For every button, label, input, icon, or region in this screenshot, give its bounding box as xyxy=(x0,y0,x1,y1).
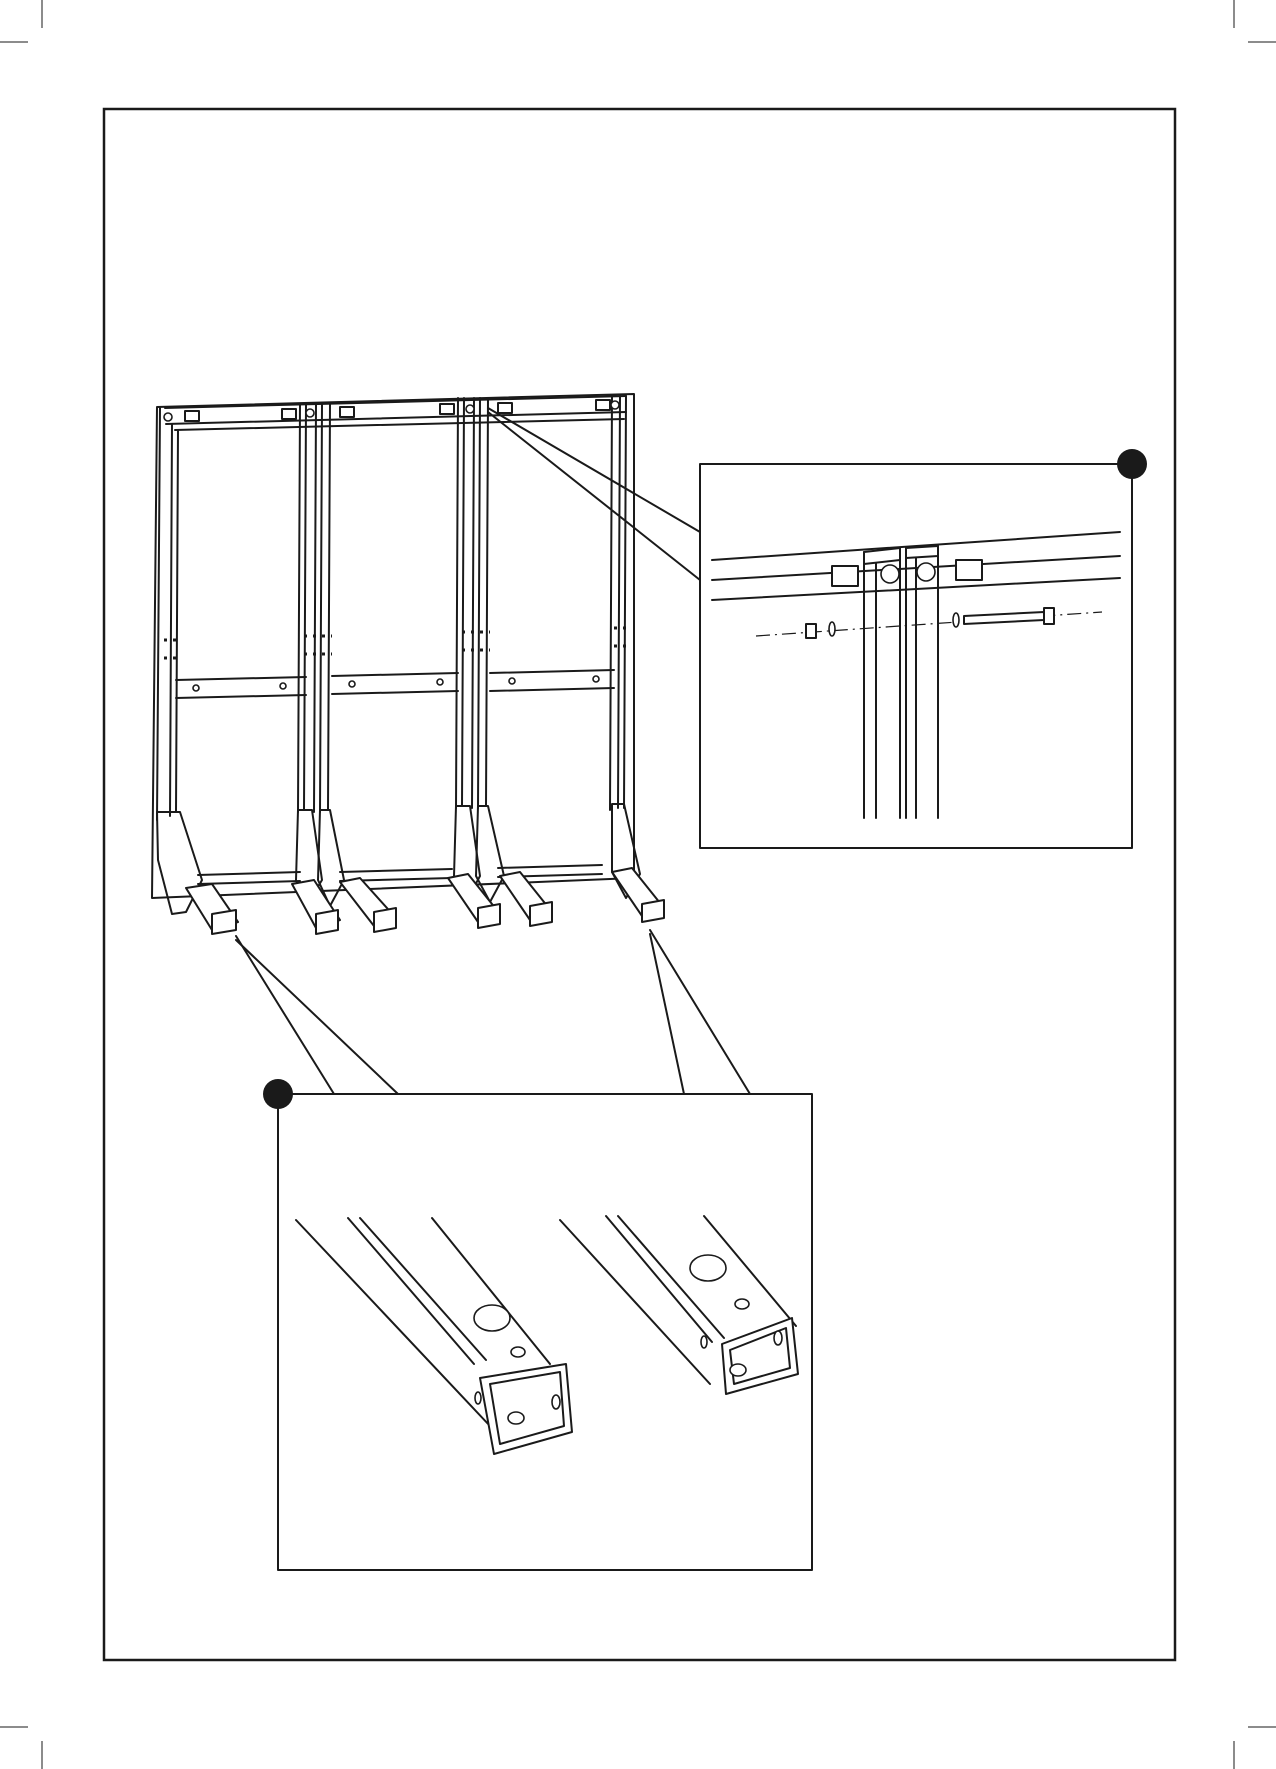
upright-left xyxy=(157,408,178,820)
leader-lines xyxy=(236,408,750,1094)
upright-center-right xyxy=(456,398,488,808)
callout-marker-foot xyxy=(263,1079,293,1109)
upright-center-left xyxy=(298,404,330,812)
leg-braces xyxy=(157,804,640,914)
frame-assembly xyxy=(152,394,664,934)
adjustment-holes xyxy=(164,628,628,658)
upright-right xyxy=(610,396,626,810)
detail-foot-tubes xyxy=(263,1079,812,1570)
callout-marker-top xyxy=(1117,449,1147,479)
detail-top-connection xyxy=(700,449,1147,848)
